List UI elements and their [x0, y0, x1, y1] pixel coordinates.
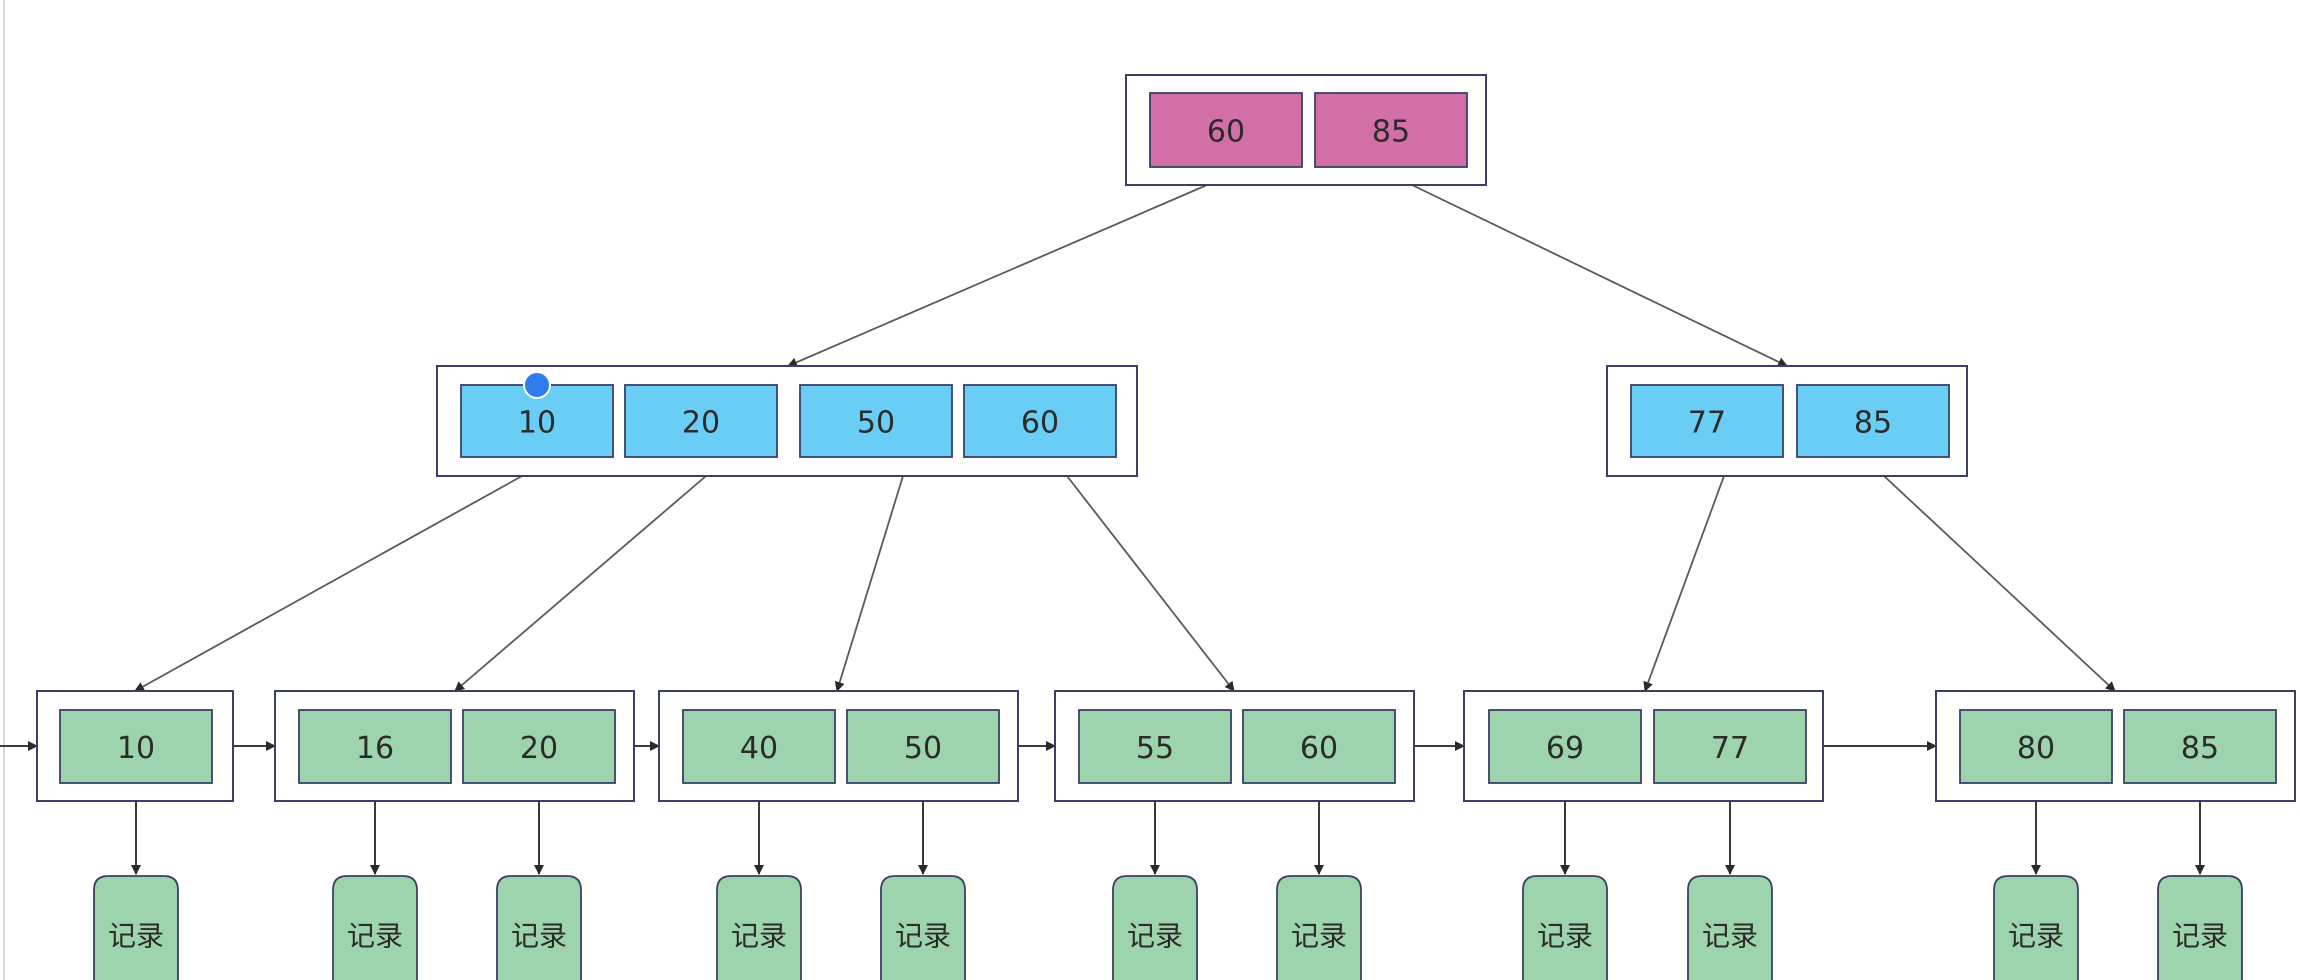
- tree-edges: [134, 184, 2116, 692]
- record-label: 记录: [108, 920, 164, 953]
- leaf-node-key-label: 77: [1711, 731, 1749, 766]
- leaf-node-key-cell: [298, 709, 452, 784]
- leaf-node-key-cell: [59, 709, 213, 784]
- leaf-node-key-label: 20: [520, 731, 558, 766]
- selection-handle[interactable]: [523, 371, 551, 399]
- internal-node-key-label: 20: [682, 406, 720, 441]
- leaf-node-key-label: 80: [2017, 731, 2055, 766]
- leaf-node-key-cell: [1653, 709, 1807, 784]
- record-box: [1993, 875, 2079, 980]
- root-node-key-label: 60: [1207, 115, 1245, 150]
- leaf-node-key-label: 16: [356, 731, 394, 766]
- record-label: 记录: [731, 920, 787, 953]
- record-box: [1687, 875, 1773, 980]
- leaf-node-key-cell: [1959, 709, 2113, 784]
- leaf-node-key-label: 69: [1546, 731, 1584, 766]
- leaf-node: 55 60: [1054, 690, 1415, 802]
- tree-edge-arrow: [787, 184, 1208, 368]
- internal-node-key-cell: [963, 384, 1117, 458]
- leaf-node: 80 85: [1935, 690, 2296, 802]
- leaf-node-key-label: 60: [1300, 731, 1338, 766]
- tree-edge-arrow: [1066, 475, 1235, 692]
- root-node-key-cell: [1314, 92, 1468, 168]
- leaf-node-key-label: 55: [1136, 731, 1174, 766]
- record-label: 记录: [347, 920, 403, 953]
- internal-node-key-cell: [624, 384, 778, 458]
- tree-edge-arrow: [1411, 184, 1788, 367]
- record-label: 记录: [1537, 920, 1593, 953]
- leaf-node-key-cell: [2123, 709, 2277, 784]
- record-box: [716, 875, 802, 980]
- internal-node-key-label: 77: [1688, 406, 1726, 441]
- internal-node-key-label: 10: [518, 406, 556, 441]
- root-node-key-cell: [1149, 92, 1303, 168]
- record-box: [496, 875, 582, 980]
- leaf-node-key-label: 40: [740, 731, 778, 766]
- internal-node: 10 20 50 60: [436, 365, 1138, 477]
- leaf-node-key-label: 85: [2181, 731, 2219, 766]
- leaf-node-key-cell: [462, 709, 616, 784]
- leaf-node: 69 77: [1463, 690, 1824, 802]
- record-box: [93, 875, 179, 980]
- record-box: [2157, 875, 2243, 980]
- leaf-node-key-cell: [1242, 709, 1396, 784]
- tree-edge-arrow: [1643, 475, 1725, 692]
- leaf-node-key-cell: [682, 709, 836, 784]
- leaf-node: 40 50: [658, 690, 1019, 802]
- record-label: 记录: [2172, 920, 2228, 953]
- leaf-node-key-label: 10: [117, 731, 155, 766]
- tree-edge-arrow: [834, 475, 904, 692]
- record-label: 记录: [511, 920, 567, 953]
- tree-edge-arrow: [454, 475, 707, 692]
- record-label: 记录: [2008, 920, 2064, 953]
- record-box: [1112, 875, 1198, 980]
- leaf-node-key-cell: [1488, 709, 1642, 784]
- leaf-node-key-cell: [846, 709, 1000, 784]
- internal-node-key-label: 85: [1854, 406, 1892, 441]
- internal-node: 77 85: [1606, 365, 1968, 477]
- root-node-key-label: 85: [1372, 115, 1410, 150]
- internal-node-key-label: 60: [1021, 406, 1059, 441]
- record-label: 记录: [895, 920, 951, 953]
- record-label: 记录: [1702, 920, 1758, 953]
- tree-edge-arrow: [134, 475, 523, 692]
- record-label: 记录: [1291, 920, 1347, 953]
- internal-node-key-cell: [799, 384, 953, 458]
- record-box: [1522, 875, 1608, 980]
- internal-node-key-cell: [1796, 384, 1950, 458]
- root-node: 60 85: [1125, 74, 1487, 186]
- record-box: [1276, 875, 1362, 980]
- record-box: [880, 875, 966, 980]
- internal-node-key-label: 50: [857, 406, 895, 441]
- leaf-node-key-cell: [1078, 709, 1232, 784]
- record-box: [332, 875, 418, 980]
- internal-node-key-cell: [1630, 384, 1784, 458]
- tree-edge-arrow: [1883, 475, 2116, 692]
- leaf-node-key-label: 50: [904, 731, 942, 766]
- record-nodes: 记录 记录 记录 记录 记录 记录 记录 记录 记录 记录 记录: [93, 801, 2243, 980]
- record-label: 记录: [1127, 920, 1183, 953]
- leaf-node: 10: [36, 690, 234, 802]
